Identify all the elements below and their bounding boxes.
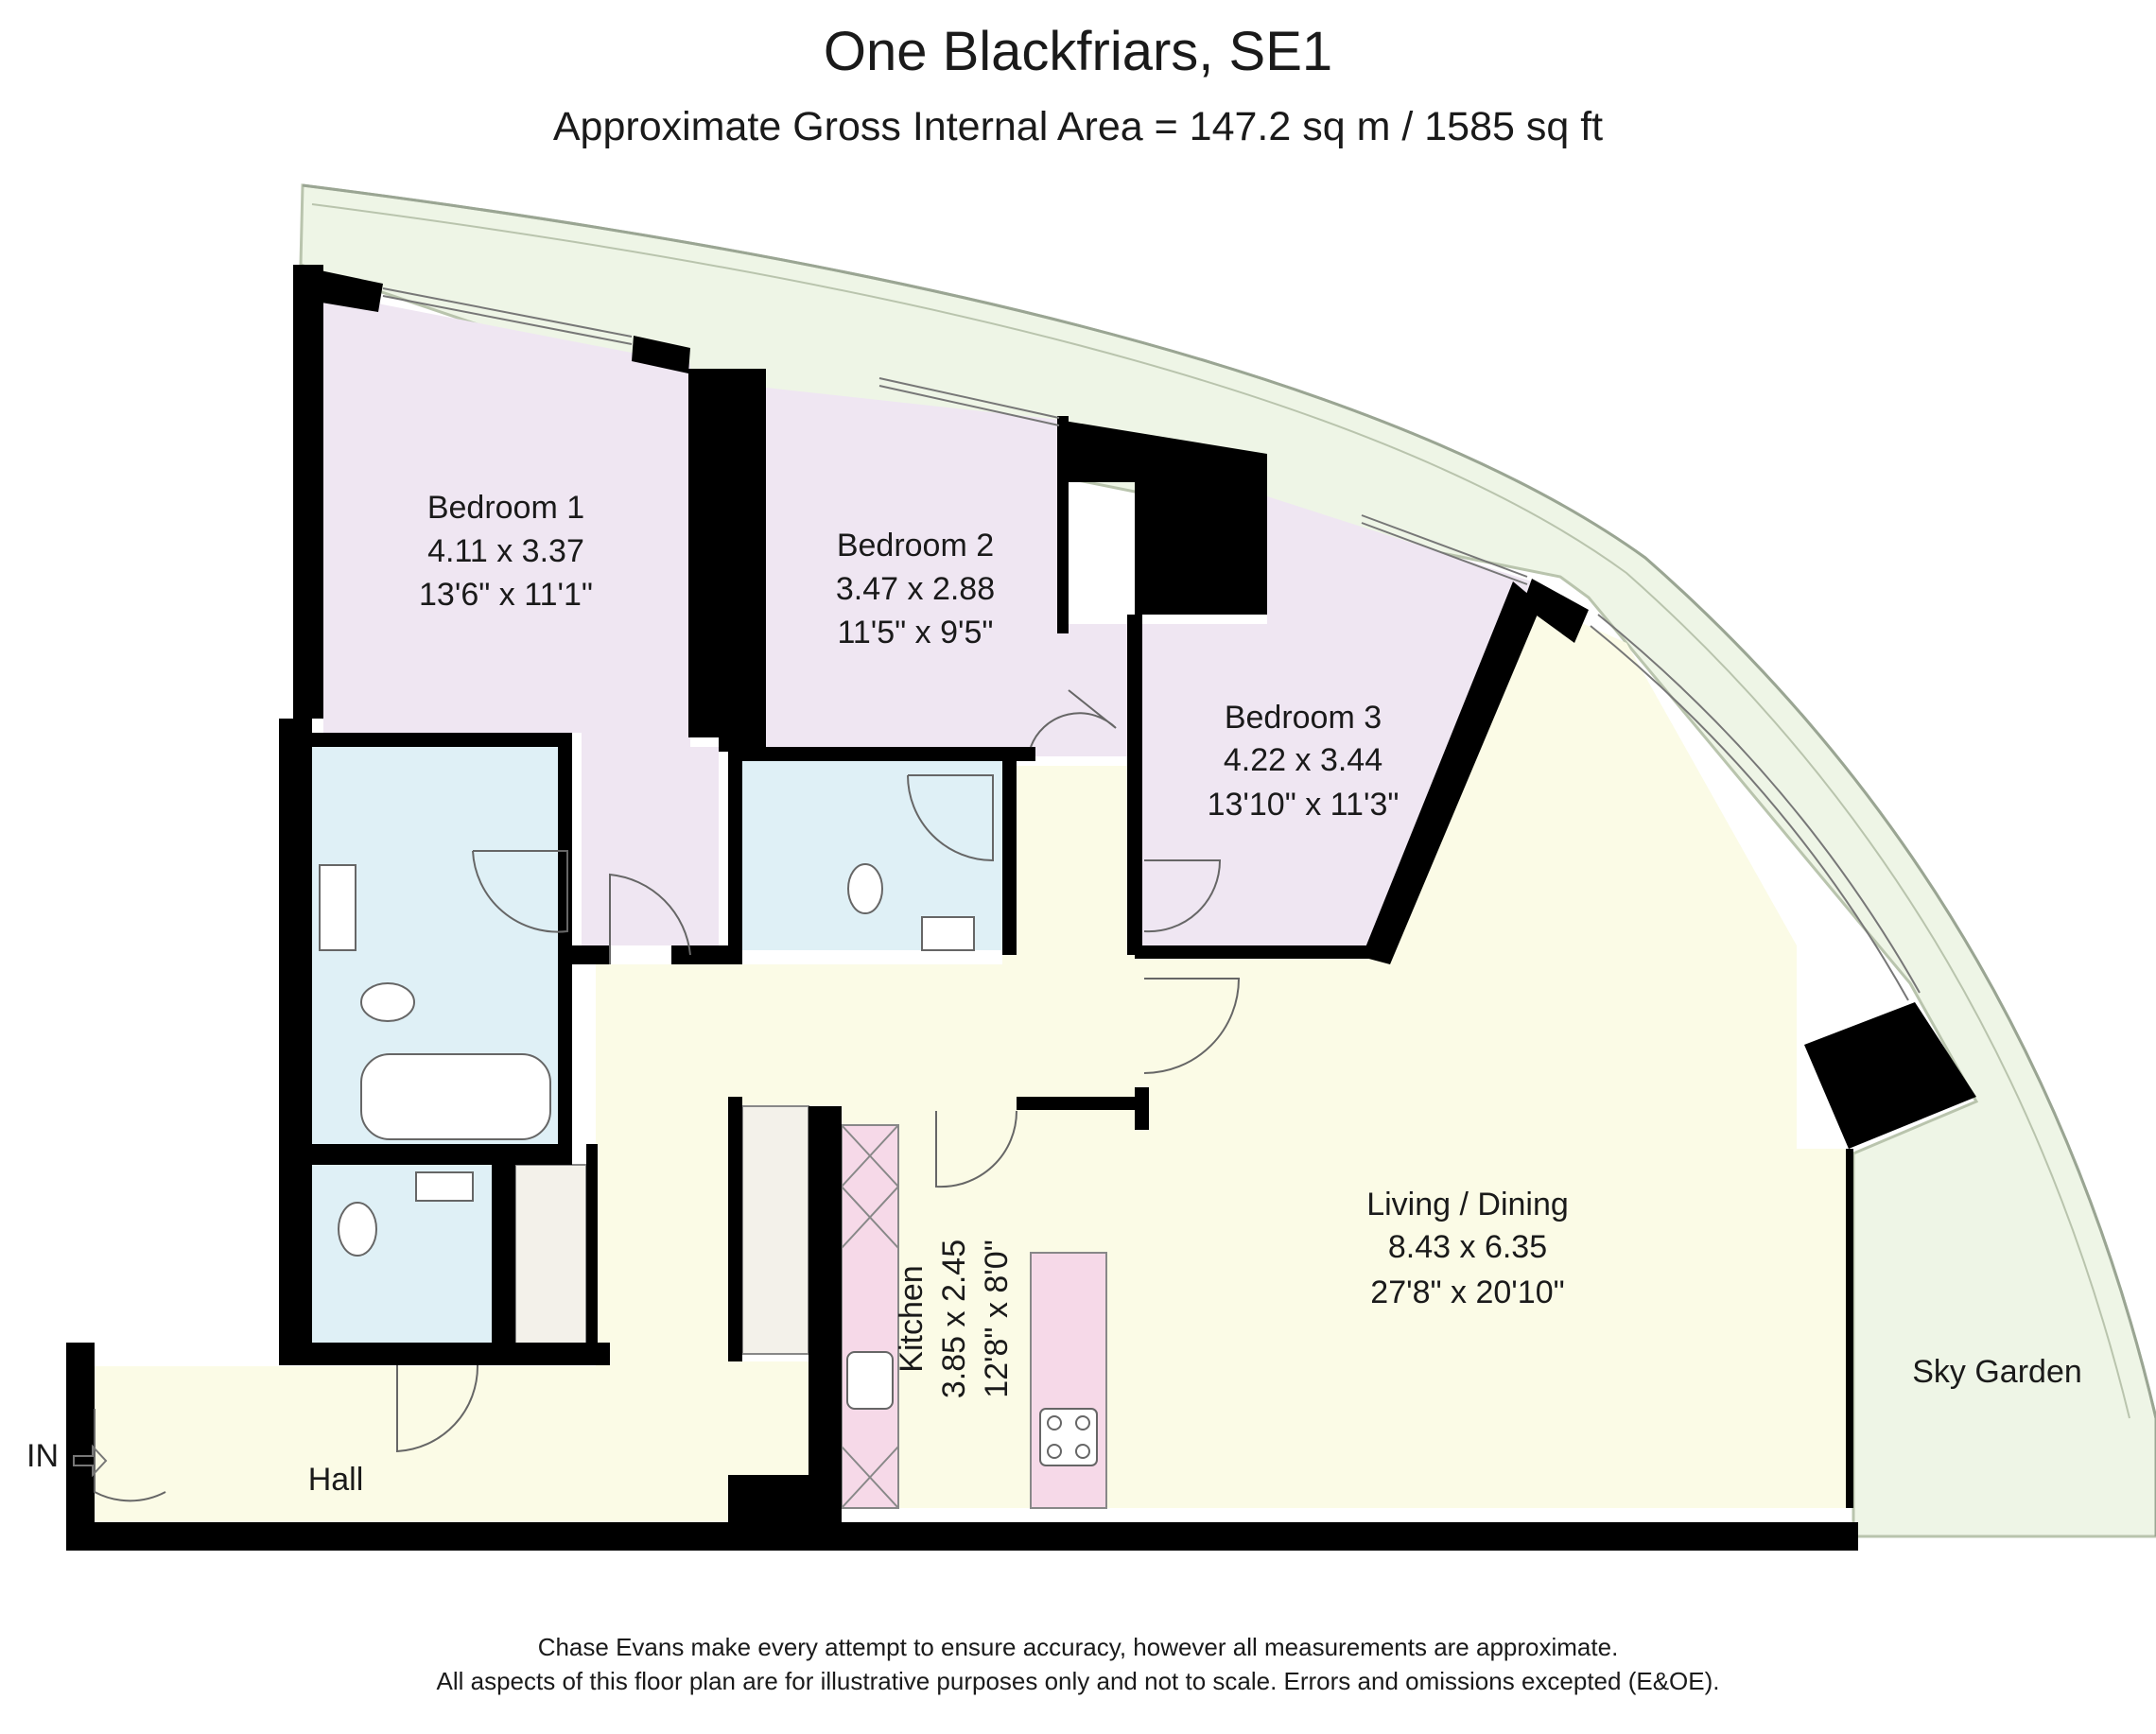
svg-text:12'8" x 8'0": 12'8" x 8'0" [979, 1240, 1015, 1398]
hall-label: Hall [308, 1462, 364, 1498]
svg-text:Kitchen: Kitchen [894, 1265, 930, 1372]
bedroom-1-floor [323, 293, 719, 945]
terrace-outline [302, 183, 2156, 1536]
svg-text:11'5" x 9'5": 11'5" x 9'5" [837, 615, 993, 650]
bedroom-3-label: Bedroom 3 4.22 x 3.44 13'10" x 11'3" [1208, 700, 1400, 823]
kitchen-island [1030, 1252, 1107, 1509]
terrace-inner-line [311, 203, 2130, 1419]
plan-area-subtitle: Approximate Gross Internal Area = 147.2 … [552, 104, 1604, 149]
svg-text:Bedroom 3: Bedroom 3 [1225, 700, 1382, 736]
svg-text:13'10" x 11'3": 13'10" x 11'3" [1208, 787, 1400, 823]
door-swings [94, 689, 1241, 1502]
living-dining-label: Living / Dining 8.43 x 6.35 27'8" x 20'1… [1366, 1187, 1569, 1310]
entrance-arrow-icon [73, 1444, 108, 1478]
hall-upper-floor [1002, 766, 1135, 964]
bedroom-2-floor [766, 388, 1135, 756]
plan-title: One Blackfriars, SE1 [823, 21, 1333, 82]
kitchen-worktop [841, 1124, 899, 1509]
disclaimer-line-1: Chase Evans make every attempt to ensure… [537, 1633, 1619, 1661]
svg-text:Bedroom 1: Bedroom 1 [427, 490, 584, 526]
svg-text:Living / Dining: Living / Dining [1366, 1187, 1569, 1222]
kitchen-label: Kitchen 3.85 x 2.45 12'8" x 8'0" [894, 1240, 1015, 1398]
svg-text:4.11 x 3.37: 4.11 x 3.37 [427, 533, 584, 569]
bedroom-2-label: Bedroom 2 3.47 x 2.88 11'5" x 9'5" [836, 528, 995, 650]
svg-text:13'6" x 11'1": 13'6" x 11'1" [419, 577, 593, 613]
bedroom-3-floor [1135, 496, 1532, 950]
storage-cupboard-right [741, 1105, 809, 1355]
storage-cupboard-left [514, 1164, 587, 1350]
svg-text:4.22 x 3.44: 4.22 x 3.44 [1224, 742, 1382, 778]
bath-fixtures [319, 863, 1098, 1466]
svg-text:Bedroom 2: Bedroom 2 [837, 528, 994, 564]
disclaimer-line-2: All aspects of this floor plan are for i… [436, 1667, 1720, 1695]
disclaimer: Chase Evans make every attempt to ensure… [0, 1630, 2156, 1698]
svg-text:3.47 x 2.88: 3.47 x 2.88 [836, 571, 995, 607]
bedroom-1-label: Bedroom 1 4.11 x 3.37 13'6" x 11'1" [419, 490, 593, 613]
entrance-label: IN [26, 1438, 59, 1474]
walls [66, 265, 1976, 1551]
svg-text:8.43 x 6.35: 8.43 x 6.35 [1388, 1229, 1547, 1265]
facade-windows [382, 287, 1921, 1001]
sky-garden-label: Sky Garden [1912, 1354, 2082, 1390]
svg-text:3.85 x 2.45: 3.85 x 2.45 [936, 1240, 972, 1398]
hall-floor [95, 964, 1135, 1522]
svg-text:27'8" x 20'10": 27'8" x 20'10" [1370, 1274, 1564, 1310]
